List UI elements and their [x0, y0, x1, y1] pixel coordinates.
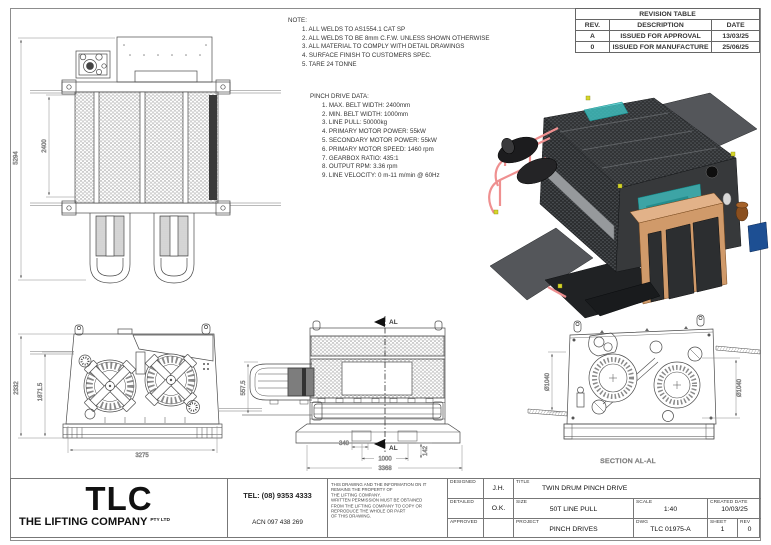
side-dimensions: 2332 1871.5 3275	[14, 333, 218, 459]
pinch-drive-data-item: 9. LINE VELOCITY: 0 m-11 m/min @ 60Hz	[322, 172, 440, 180]
company-logo: TLC	[85, 480, 153, 517]
dim-3275: 3275	[135, 453, 149, 459]
table-row: 0 ISSUED FOR MANUFACTURE 25/06/25	[575, 42, 760, 53]
revision-table-title: REVISION TABLE	[576, 9, 760, 19]
pinch-drive-data-item: 5. SECONDARY MOTOR POWER: 55kW	[322, 136, 437, 144]
pinch-drive-data-item: 4. PRIMARY MOTOR POWER: 55kW	[322, 128, 426, 136]
section-view	[527, 314, 761, 440]
note-item: 3. ALL MATERIAL TO COMPLY WITH DETAIL DR…	[302, 43, 465, 51]
dim-drum-left: Ø1040	[545, 372, 551, 391]
sheet-cell: SHEET 1	[708, 519, 738, 537]
table-row: A ISSUED FOR APPROVAL 13/03/25	[575, 31, 760, 42]
company-phone: TEL: (08) 9353 4333	[243, 491, 312, 500]
created-date-value: 10/03/25	[721, 506, 748, 513]
dim-1000: 1000	[378, 457, 392, 463]
approved-value-cell	[484, 519, 514, 537]
pinch-drive-data-item: 1. MAX. BELT WIDTH: 2400mm	[322, 101, 411, 109]
section-marker-bottom: AL	[389, 445, 398, 452]
note-item: 2. ALL WELDS TO BE 8mm C.F.W. UNLESS SHO…	[302, 34, 490, 42]
notes-block: NOTE: 1. ALL WELDS TO AS1554.1 CAT SP 2.…	[288, 17, 490, 70]
detailed-value-cell: O.K.	[484, 499, 514, 518]
disclaimer-cell: THIS DRAWING AND THE INFORMATION ON IT R…	[328, 479, 448, 537]
dim-5294: 5294	[14, 151, 20, 165]
iso-porthole	[705, 165, 719, 179]
dim-142: 142	[423, 445, 429, 456]
drawing-title: TWIN DRUM PINCH DRIVE	[542, 485, 628, 492]
end-dimensions: 340 1000 3368 142 557.5	[241, 361, 463, 472]
description-col-header: DESCRIPTION	[610, 20, 713, 30]
rev-cell: REV 0	[738, 519, 761, 537]
pinch-drive-data-item: 8. OUTPUT RPM: 3.36 rpm	[322, 163, 398, 171]
project-cell: PROJECT PINCH DRIVES	[514, 519, 634, 537]
section-dimensions: Ø1040 Ø1040 SECTION AL-AL	[545, 351, 743, 465]
project-value: PINCH DRIVES	[549, 526, 598, 533]
sheet-border	[10, 8, 761, 541]
company-logo-cell: TLC THE LIFTING COMPANY PTY LTD	[11, 479, 228, 537]
pinch-drive-data-item: 3. LINE PULL: 50000kg	[322, 119, 388, 127]
section-drum-right	[653, 361, 701, 409]
designed-label-cell: DESIGNED	[448, 479, 484, 498]
end-view	[242, 320, 461, 444]
title-block: TLC THE LIFTING COMPANY PTY LTD TEL: (08…	[10, 478, 761, 538]
side-drum-right	[144, 353, 198, 407]
section-caption: SECTION AL-AL	[600, 458, 656, 465]
end-motor-assembly	[249, 363, 315, 405]
pinch-drive-data-heading: PINCH DRIVE DATA:	[310, 93, 369, 100]
note-item: 5. TARE 24 TONNE	[302, 60, 357, 68]
company-acn: ACN 097 438 269	[252, 519, 303, 526]
revision-col-header: REV.	[576, 20, 610, 30]
dim-1871-5: 1871.5	[38, 382, 44, 401]
size-cell: SIZE 50T LINE PULL	[514, 499, 634, 518]
iso-motors	[497, 136, 558, 185]
plan-dimensions: 5294 2400	[13, 37, 115, 281]
plan-view	[30, 36, 281, 284]
dim-2400: 2400	[42, 139, 48, 153]
note-item: 4. SURFACE FINISH TO CUSTOMERS SPEC.	[302, 52, 432, 60]
company-contact-cell: TEL: (08) 9353 4333 ACN 097 438 269	[228, 479, 328, 537]
scale-cell: SCALE 1:40	[634, 499, 708, 518]
dwg-cell: DWG TLC 01975-A	[634, 519, 708, 537]
company-name: THE LIFTING COMPANY PTY LTD	[19, 516, 170, 528]
created-date-cell: CREATED DATE 10/03/25	[708, 499, 761, 518]
dim-557-5: 557.5	[241, 380, 247, 396]
pinch-drive-data-block: PINCH DRIVE DATA: 1. MAX. BELT WIDTH: 24…	[310, 93, 440, 181]
company-suffix: PTY LTD	[150, 518, 170, 523]
dim-340: 340	[339, 441, 350, 447]
plan-motor-left	[89, 213, 131, 284]
dim-3368: 3368	[378, 466, 392, 472]
iso-guard-top	[583, 101, 629, 122]
side-drum-left	[83, 359, 137, 413]
dwg-number: TLC 01975-A	[650, 526, 691, 533]
plan-control-box	[75, 50, 111, 79]
designed-value-cell: J.H.	[484, 479, 514, 498]
detailed-label-cell: DETAILED	[448, 499, 484, 518]
side-view	[30, 323, 262, 439]
note-item: 1. ALL WELDS TO AS1554.1 CAT SP	[302, 25, 406, 33]
approved-label-cell: APPROVED	[448, 519, 484, 537]
iso-3d-view	[488, 92, 769, 319]
date-col-header: DATE	[712, 20, 760, 30]
dim-2332: 2332	[14, 381, 20, 395]
rev-number: 0	[747, 526, 752, 533]
size-value: 50T LINE PULL	[549, 506, 598, 513]
dim-drum-right: Ø1040	[737, 378, 743, 397]
end-section-line: AL AL	[374, 316, 398, 452]
section-drum-left	[588, 353, 638, 403]
section-marker-top: AL	[389, 319, 398, 326]
pinch-drive-data-item: 6. PRIMARY MOTOR SPEED: 1460 rpm	[322, 145, 434, 153]
plan-motor-right	[153, 213, 195, 284]
notes-heading: NOTE:	[288, 17, 307, 24]
scale-value: 1:40	[663, 506, 678, 513]
sheet-number: 1	[720, 526, 725, 533]
revision-table: REVISION TABLE REV. DESCRIPTION DATE A I…	[575, 8, 760, 53]
title-cell: TITLE TWIN DRUM PINCH DRIVE	[514, 479, 761, 498]
pinch-drive-data-item: 2. MIN. BELT WIDTH: 1000mm	[322, 110, 409, 118]
pinch-drive-data-item: 7. GEARBOX RATIO: 435:1	[322, 154, 399, 162]
iso-belt-plate-front	[489, 227, 594, 301]
